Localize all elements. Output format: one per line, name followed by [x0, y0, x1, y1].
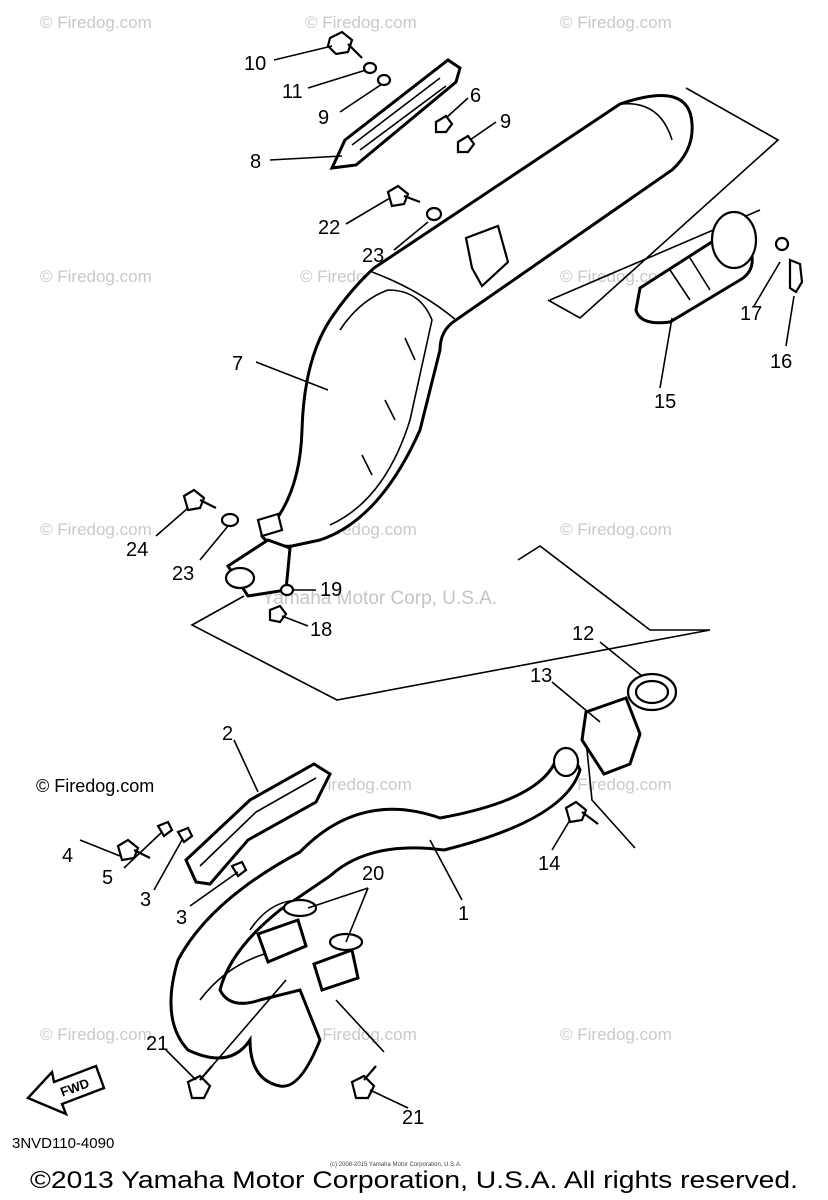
callout-21: 21: [402, 1107, 424, 1129]
callout-21: 21: [146, 1033, 168, 1055]
watermark-text: © Firedog.com: [40, 267, 152, 286]
callout-4: 4: [62, 845, 73, 867]
callout-10: 10: [244, 53, 266, 75]
forward-arrow-icon: FWD: [25, 1064, 106, 1117]
protector-bolts: [326, 30, 476, 154]
watermark-text: © Firedog.com: [560, 775, 672, 794]
exhaust-pipe: [169, 746, 582, 1088]
callout-18: 18: [310, 619, 332, 641]
copyright-text: ©2013 Yamaha Motor Corporation, U.S.A. A…: [30, 1167, 798, 1194]
tailpipe-insert: [634, 210, 804, 325]
watermark-text: © Firedog.com: [560, 267, 672, 286]
watermark-text: © Firedog.com: [40, 520, 152, 539]
callouts: 10 11 9 6 9 8 22 23 7 17 16 15 24 23 19 …: [62, 53, 792, 1129]
watermark-text: © Firedog.com: [40, 13, 152, 32]
callout-20: 20: [362, 863, 384, 885]
watermark-text: © Firedog.com: [40, 1025, 152, 1044]
callout-22: 22: [318, 217, 340, 239]
joint-parts: [564, 672, 678, 825]
callout-6: 6: [470, 85, 481, 107]
muffler-box-top: [547, 87, 780, 319]
callout-24: 24: [126, 539, 148, 561]
callout-11: 11: [282, 81, 303, 103]
small-print: (c) 2008-2015 Yamaha Motor Corporation, …: [330, 1162, 462, 1168]
watermark-text: © Firedog.com: [305, 1025, 417, 1044]
callout-2: 2: [222, 723, 233, 745]
callout-9: 9: [500, 111, 511, 133]
callout-17: 17: [740, 303, 762, 325]
callout-8: 8: [250, 151, 261, 173]
callout-15: 15: [654, 391, 676, 413]
muffler-box-bottom: [190, 545, 711, 701]
callout-3: 3: [140, 889, 151, 911]
flange-bolts: [186, 1065, 377, 1100]
watermark-text: © Firedog.com: [560, 1025, 672, 1044]
diagram-code: 3NVD110-4090: [12, 1135, 114, 1152]
watermark-text: © Firedog.com: [560, 13, 672, 32]
callout-9: 9: [318, 107, 329, 129]
watermark-text: © Firedog.com: [305, 13, 417, 32]
callout-1: 1: [458, 903, 469, 925]
muffler: [224, 94, 694, 598]
upper-heat-protector: [329, 58, 462, 170]
callout-12: 12: [572, 623, 594, 645]
watermark-center: Yamaha Motor Corp, U.S.A.: [262, 588, 497, 609]
callout-14: 14: [538, 853, 560, 875]
callout-13: 13: [530, 665, 552, 687]
lower-heat-protector: [116, 762, 332, 886]
watermarks: © Firedog.com © Firedog.com © Firedog.co…: [40, 13, 672, 1044]
callout-19: 19: [320, 579, 342, 601]
callout-5: 5: [102, 867, 113, 889]
leader-lines: [79, 45, 795, 1109]
callout-23: 23: [172, 563, 194, 585]
muffler-bolts: [182, 184, 443, 624]
callout-7: 7: [232, 353, 243, 375]
callout-23: 23: [362, 245, 384, 267]
watermark-text: © Firedog.com: [560, 520, 672, 539]
callout-3: 3: [176, 907, 187, 929]
watermark-dark: © Firedog.com: [36, 776, 154, 796]
callout-16: 16: [770, 351, 792, 373]
joint-box: [585, 739, 636, 849]
